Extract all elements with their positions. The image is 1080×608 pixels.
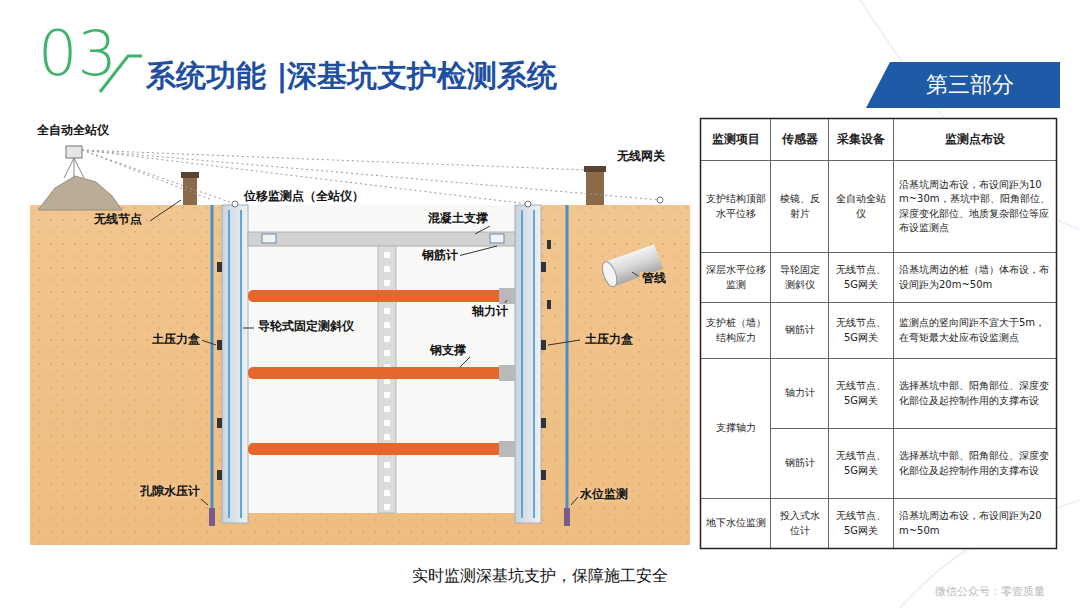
- table-cell: 无线节点、5G网关: [829, 429, 893, 498]
- wireless-node-cap: [181, 172, 199, 178]
- wireless-node: [183, 176, 197, 205]
- table-cell: 棱镜、反射片: [771, 161, 828, 252]
- inclinometer: [240, 210, 242, 518]
- pore-pressure-tube: [211, 205, 214, 510]
- table-cell: 无线节点、5G网关: [829, 253, 893, 302]
- pore-pressure-gauge: [209, 508, 215, 526]
- table-cell: 沿基坑周边布设，布设间距为20m~50m: [894, 499, 1056, 548]
- table-cell: 全自动全站仪: [829, 161, 893, 252]
- part-label: 轴力计: [470, 305, 510, 319]
- badge-text: 第三部分: [926, 70, 1014, 100]
- table-cell: 无线节点、5G网关: [829, 499, 893, 548]
- part-label: 混凝土支撑: [426, 212, 490, 226]
- table-cell: 投入式水位计: [771, 499, 828, 548]
- part-label: 无线节点: [92, 213, 144, 227]
- concrete-strut: [248, 232, 515, 246]
- table-cell: 支护桩（墙）结构应力: [701, 303, 770, 358]
- table-cell: 无线节点、5G网关: [829, 359, 893, 428]
- total-station: [66, 146, 82, 158]
- part-label: 管线: [640, 272, 668, 286]
- table-header: 采集设备: [829, 119, 893, 160]
- table-cell: 监测点的竖向间距不宜大于5m，在弯矩最大处应布设监测点: [894, 303, 1056, 358]
- table-cell: 深层水平位移监测: [701, 253, 770, 302]
- part-label: 孔隙水压计: [138, 485, 202, 499]
- part-label: 钢支撑: [428, 344, 468, 358]
- water-level-gauge: [564, 508, 570, 526]
- table-cell: 无线节点、5G网关: [829, 303, 893, 358]
- part-label: 无线网关: [615, 150, 667, 164]
- part-label: 土压力盒: [583, 333, 635, 347]
- table-grid: [701, 119, 1057, 549]
- soil-texture: [30, 205, 690, 545]
- table-cell: 支撑轴力: [701, 359, 770, 498]
- part-label: 水位监测: [578, 488, 630, 502]
- tripod: [64, 158, 84, 178]
- lattice-column: [378, 246, 396, 513]
- rebar-meter: [490, 234, 504, 243]
- inclinometer: [228, 210, 230, 518]
- table-cell: 钢筋计: [771, 303, 828, 358]
- water-level-tube: [566, 205, 569, 510]
- section-number: 03: [38, 18, 117, 89]
- table-header: 传感器: [771, 119, 828, 160]
- caption: 实时监测深基坑支护，保障施工安全: [412, 566, 668, 587]
- table-cell: 导轮固定测斜仪: [771, 253, 828, 302]
- steel-struts: [248, 288, 515, 457]
- part-label: 位移监测点（全站仪）: [242, 190, 366, 204]
- retaining-wall: [515, 205, 541, 523]
- inclinometer: [521, 210, 523, 518]
- table-cell: 轴力计: [771, 359, 828, 428]
- rock-mound: [38, 176, 122, 210]
- part-label: 钢筋计: [420, 249, 460, 263]
- section-badge: 第三部分: [866, 62, 1060, 108]
- soil: [30, 205, 690, 545]
- pit: [248, 205, 515, 513]
- sightlines: [82, 150, 660, 204]
- table-cell: 沿基坑周边布设，布设间距为10m~30m，基坑中部、阳角部位、深度变化部位、地质…: [894, 161, 1056, 252]
- part-label: 土压力盒: [150, 333, 202, 347]
- wireless-gateway-cap: [584, 166, 606, 172]
- wireless-gateway: [586, 170, 604, 205]
- inclinometer: [533, 210, 535, 518]
- table-cell: 钢筋计: [771, 429, 828, 498]
- rebar-meter: [262, 234, 276, 243]
- leader-lines: [150, 200, 638, 505]
- table-header: 监测点布设: [894, 119, 1056, 160]
- retaining-wall: [222, 205, 248, 523]
- watermark: 微信公众号：零壹质量: [935, 586, 1045, 599]
- table-cell: 沿基坑周边的桩（墙）体布设，布设间距为20m~50m: [894, 253, 1056, 302]
- slide-title: 系统功能 |深基坑支护检测系统: [146, 56, 557, 97]
- table-cell: 地下水位监测: [701, 499, 770, 548]
- part-label: 全自动全站仪: [35, 124, 111, 138]
- table-header: 监测项目: [701, 119, 770, 160]
- table-cell: 选择基坑中部、阳角部位、深度变化部位及起控制作用的支撑布设: [894, 429, 1056, 498]
- table-cell: 选择基坑中部、阳角部位、深度变化部位及起控制作用的支撑布设: [894, 359, 1056, 428]
- table-cell: 支护结构顶部水平位移: [701, 161, 770, 252]
- part-label: 导轮式固定测斜仪: [256, 320, 356, 334]
